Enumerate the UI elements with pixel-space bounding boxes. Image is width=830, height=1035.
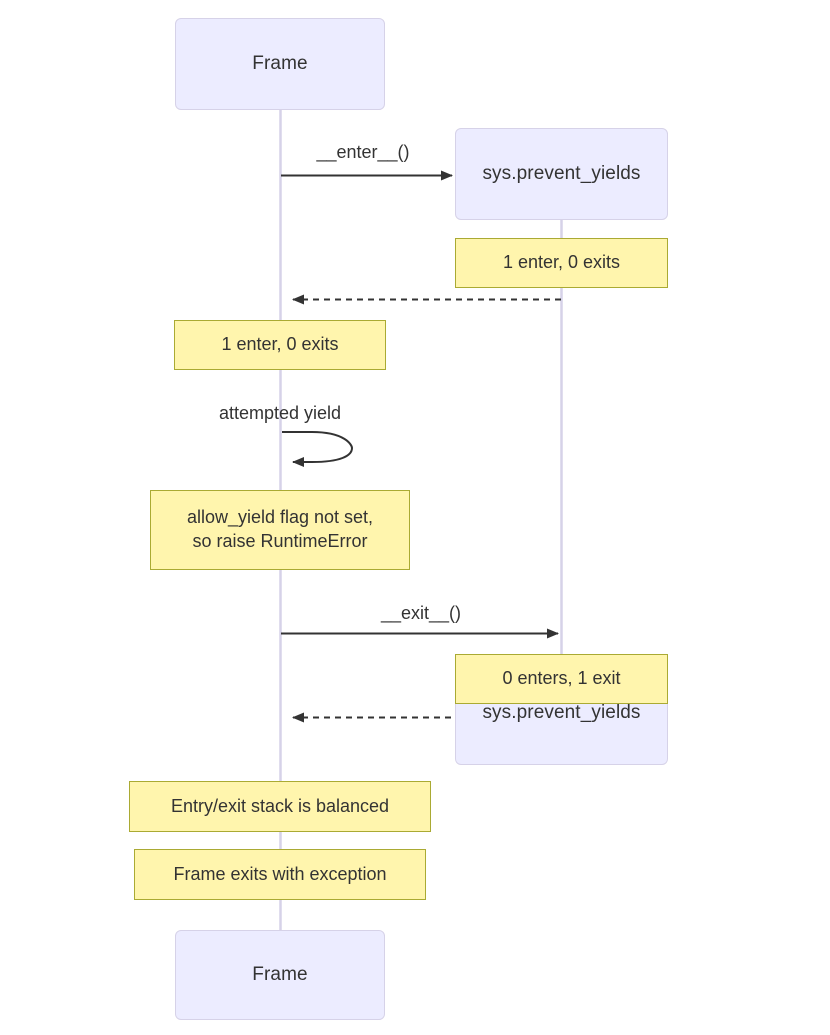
note-right-exit-count-text: 0 enters, 1 exit [502, 668, 621, 689]
note-left-enter-count-text: 1 enter, 0 exits [221, 334, 339, 355]
participant-sys-prevent-yields-bottom-label: sys.prevent_yields [482, 702, 641, 723]
participant-sys-prevent-yields-top-label: sys.prevent_yields [482, 163, 641, 185]
note-frame-exits-text: Frame exits with exception [173, 863, 387, 884]
participant-frame-bottom[interactable]: Frame [175, 930, 385, 1020]
message-label-enter: __enter__() [316, 142, 410, 162]
note-raise-runtime-error: allow_yield flag not set, so raise Runti… [150, 490, 410, 570]
note-left-enter-count: 1 enter, 0 exits [174, 320, 386, 370]
note-frame-exits: Frame exits with exception [134, 849, 426, 900]
note-raise-runtime-error-text: allow_yield flag not set, so raise Runti… [186, 507, 374, 551]
note-right-exit-count: 0 enters, 1 exit [455, 654, 668, 704]
participant-frame-bottom-label: Frame [252, 964, 308, 986]
note-right-enter-count-text: 1 enter, 0 exits [502, 252, 621, 273]
message-label-exit: __exit__() [380, 603, 462, 623]
message-label-attempted-yield: attempted yield [218, 403, 342, 423]
note-right-enter-count: 1 enter, 0 exits [455, 238, 668, 288]
note-stack-balanced-text: Entry/exit stack is balanced [170, 795, 390, 816]
note-stack-balanced: Entry/exit stack is balanced [129, 781, 431, 832]
participant-frame-top[interactable]: Frame [175, 18, 385, 110]
message-arrow-self-yield [282, 431, 354, 467]
participant-sys-prevent-yields-top[interactable]: sys.prevent_yields [455, 128, 668, 220]
participant-frame-top-label: Frame [252, 53, 308, 75]
